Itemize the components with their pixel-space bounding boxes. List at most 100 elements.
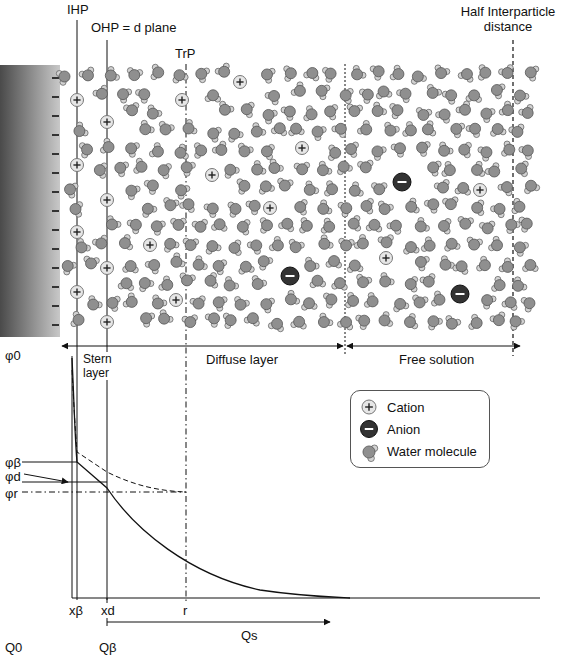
cation-body	[264, 202, 277, 215]
water-molecule	[62, 260, 76, 274]
water-molecule	[212, 219, 228, 232]
water-molecule	[348, 216, 360, 232]
oxygen-atom	[76, 242, 87, 253]
negative-charge	[52, 115, 59, 117]
oxygen-atom	[115, 162, 126, 173]
legend-entry: Anion	[357, 418, 483, 440]
oxygen-atom	[349, 260, 360, 271]
cation	[234, 76, 247, 89]
cation	[362, 400, 376, 414]
oxygen-atom	[482, 223, 493, 234]
oxygen-atom	[239, 180, 250, 191]
plus-sign	[269, 204, 270, 211]
oxygen-atom	[439, 109, 450, 120]
oxygen-atom	[96, 238, 107, 249]
water-molecule	[512, 198, 525, 213]
oxygen-atom	[417, 142, 428, 153]
oxygen-atom	[142, 203, 153, 214]
water-molecule	[346, 142, 359, 157]
oxygen-atom	[219, 104, 230, 115]
water-molecule	[379, 312, 393, 327]
oxygen-atom	[327, 184, 338, 195]
cation-body	[234, 76, 247, 89]
water-molecule	[206, 241, 221, 255]
oxygen-atom	[502, 67, 513, 78]
oxygen-atom	[357, 238, 368, 249]
cation-body	[101, 262, 114, 275]
water-molecule	[205, 313, 219, 327]
cation	[101, 316, 114, 329]
oxygen-atom	[428, 199, 439, 210]
water-molecule	[74, 122, 88, 136]
oxygen-atom	[438, 220, 449, 231]
water-molecule	[456, 101, 470, 115]
oxygen-atom	[415, 256, 426, 267]
oxygen-atom	[470, 123, 481, 134]
negative-charge	[52, 305, 59, 307]
cation	[71, 159, 84, 172]
water-molecule	[118, 89, 132, 103]
water-molecule	[417, 142, 431, 157]
water-molecule	[151, 221, 165, 235]
oxygen-atom	[481, 108, 492, 119]
cation-body	[206, 169, 219, 182]
potential-curve-dashed	[72, 370, 186, 492]
water-molecule	[251, 123, 265, 137]
oxygen-atom	[171, 256, 182, 267]
oxygen-atom	[372, 146, 383, 157]
oxygen-atom	[185, 317, 196, 328]
oxygen-atom	[458, 182, 469, 193]
water-molecule	[139, 278, 153, 292]
plus-sign	[76, 96, 77, 103]
charge-label: Q0	[4, 640, 23, 655]
anion	[361, 421, 378, 438]
trp-line	[186, 64, 187, 608]
oxygen-atom	[349, 106, 360, 117]
water-molecule	[467, 237, 482, 250]
oxygen-atom	[325, 106, 336, 117]
water-molecule	[332, 123, 346, 137]
water-molecule	[261, 144, 274, 159]
water-molecule	[261, 298, 275, 313]
oxygen-atom	[317, 165, 328, 176]
potential-label: φβ	[4, 455, 22, 470]
oxygen-atom	[261, 299, 272, 310]
legend-swatch	[357, 418, 381, 440]
water-molecule	[259, 181, 274, 194]
water-molecule	[363, 445, 378, 462]
water-molecule	[428, 316, 442, 330]
water-molecule	[295, 200, 308, 216]
oxygen-atom	[348, 218, 359, 229]
oxygen-atom	[514, 201, 525, 212]
oxygen-atom	[125, 261, 136, 272]
water-molecule	[516, 161, 529, 177]
oxygen-atom	[318, 203, 329, 214]
solid-surface	[0, 65, 60, 337]
potential-label: φd	[4, 469, 22, 484]
oxygen-atom	[494, 203, 505, 214]
oxygen-atom	[479, 260, 490, 271]
water-molecule	[312, 126, 326, 140]
oxygen-atom	[252, 279, 263, 290]
plane-label: IHP	[66, 2, 90, 17]
cation	[71, 226, 84, 239]
oxygen-atom	[307, 67, 318, 78]
oxygen-atom	[522, 145, 533, 156]
water-molecule	[265, 90, 279, 104]
water-molecule	[347, 104, 363, 117]
water-molecule	[244, 313, 259, 326]
legend-swatch	[357, 440, 381, 462]
oxygen-atom	[472, 202, 483, 213]
potential-label: φr	[4, 486, 19, 501]
water-molecule	[491, 203, 505, 217]
oxygen-atom	[414, 297, 425, 308]
oxygen-atom	[319, 238, 330, 249]
oxygen-atom	[147, 108, 158, 119]
water-molecule	[145, 259, 159, 273]
oxygen-atom	[151, 221, 162, 232]
oxygen-atom	[438, 182, 449, 193]
water-molecule	[354, 234, 368, 248]
legend-swatch	[357, 396, 381, 418]
oxygen-atom	[297, 164, 308, 175]
oxygen-atom	[82, 144, 93, 155]
